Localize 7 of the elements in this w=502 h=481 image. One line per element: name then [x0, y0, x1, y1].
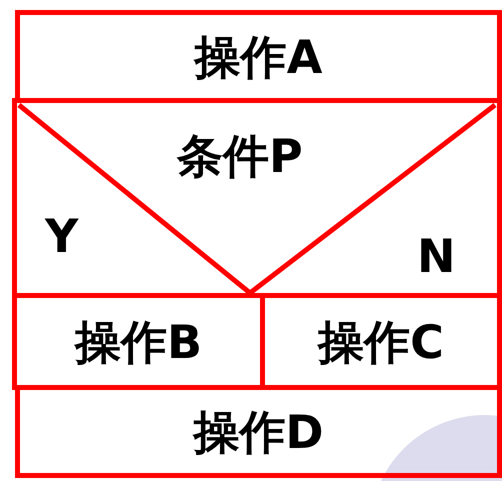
- condition-text: 条件P: [177, 133, 303, 179]
- process-text: 操作C: [318, 318, 444, 364]
- branch-label: N: [417, 233, 456, 279]
- process-text: 操作B: [74, 318, 202, 364]
- process-text: 操作D: [193, 408, 324, 454]
- process-text: 操作A: [194, 34, 322, 80]
- branch-label: Y: [45, 213, 78, 259]
